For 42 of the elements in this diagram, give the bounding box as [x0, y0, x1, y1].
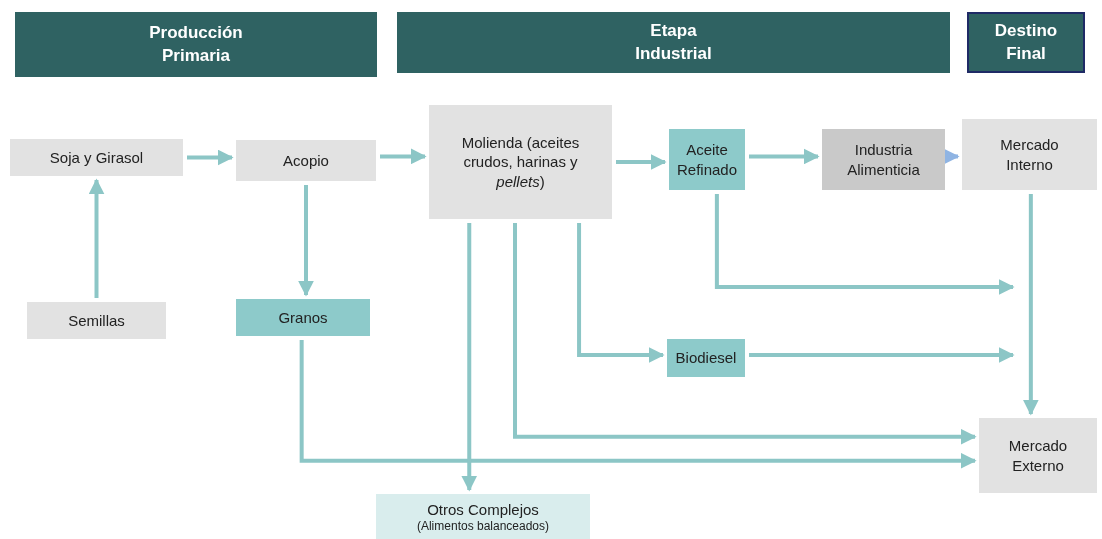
box-label: Etapa Industrial: [634, 20, 713, 65]
box-label: Industria Alimenticia: [846, 140, 921, 179]
box-label: Granos: [278, 307, 328, 328]
arrow: [299, 340, 977, 469]
arrow: [616, 154, 667, 170]
process-box: [822, 129, 945, 190]
product-box: [236, 299, 370, 336]
process-box: [27, 302, 166, 339]
product-box: [376, 494, 590, 539]
arrow: [298, 185, 314, 297]
box-subtitle: (Alimentos balanceados): [416, 519, 550, 534]
arrow: [577, 223, 665, 363]
box-label: Semillas: [68, 310, 125, 331]
process-box: [236, 140, 376, 181]
arrow: [1022, 194, 1039, 416]
stage-header: [967, 12, 1085, 73]
arrow: [513, 223, 977, 445]
box-label: Aceite Refinado: [675, 140, 738, 179]
stage-header: [15, 12, 377, 77]
box-label: Otros Complejos: [427, 499, 539, 520]
box-label: Destino Final: [993, 20, 1059, 65]
arrow: [461, 223, 478, 492]
arrow: [714, 194, 1015, 295]
process-box: [979, 418, 1097, 493]
stage-header: [397, 12, 950, 73]
arrow: [749, 346, 1015, 363]
box-label: Mercado Interno: [999, 135, 1060, 174]
box-label: Molienda (aceites crudos, harinas y pellets): [460, 132, 581, 192]
box-label: Producción Primaria: [148, 22, 244, 67]
box-label: Mercado Externo: [1007, 436, 1069, 475]
process-box: [962, 119, 1097, 190]
arrow: [749, 148, 820, 165]
box-label: Acopio: [283, 150, 329, 171]
process-box: [429, 105, 612, 219]
box-label: Biodiesel: [675, 348, 737, 368]
box-label: Soja y Girasol: [49, 147, 144, 168]
arrow: [187, 149, 234, 166]
arrow: [88, 178, 105, 298]
arrow: [380, 148, 427, 165]
product-box: [667, 339, 745, 377]
product-box: [669, 129, 745, 190]
process-box: [10, 139, 183, 176]
